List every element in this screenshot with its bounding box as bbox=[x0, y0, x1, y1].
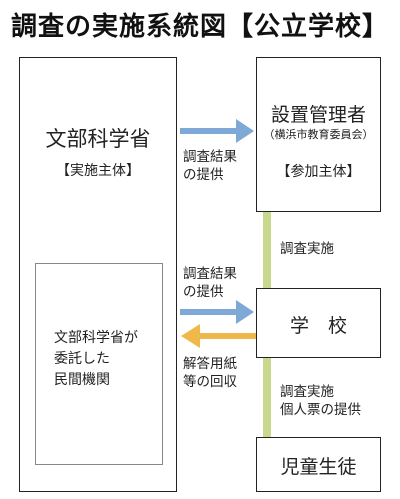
arrow-orange bbox=[181, 324, 256, 348]
diagram-title: 調査の実施系統図【公立学校】 bbox=[10, 12, 389, 42]
edge-label-contractor-school-line-2: 等の回収 bbox=[183, 374, 237, 390]
edge-label-school-mext: 調査結果 の提供 bbox=[183, 265, 237, 301]
school-box: 学 校 bbox=[256, 288, 381, 358]
mext-name: 文部科学省 bbox=[45, 127, 151, 151]
contractor-line-1: 文部科学省が bbox=[54, 330, 138, 346]
edge-label-school-mext-line-1: 調査結果 bbox=[183, 266, 237, 282]
edge-label-school-students-line-1: 調査実施 bbox=[280, 384, 334, 400]
edge-label-school-mext-line-2: の提供 bbox=[183, 284, 224, 300]
mext-role: 【実施主体】 bbox=[56, 163, 140, 179]
edge-label-contractor-school-line-1: 解答用紙 bbox=[183, 356, 237, 372]
admin-sub: （横浜市教育委員会） bbox=[263, 128, 374, 141]
admin-role: 【参加主体】 bbox=[276, 164, 361, 180]
contractor-line-2: 委託した bbox=[54, 351, 110, 367]
connector-admin-school bbox=[263, 212, 271, 289]
students-box: 児童生徒 bbox=[256, 437, 381, 492]
connector-school-students bbox=[263, 358, 271, 438]
arrow-top-blue bbox=[180, 119, 254, 143]
edge-label-admin-mext-line-2: の提供 bbox=[183, 167, 224, 183]
edge-label-school-students: 調査実施 個人票の提供 bbox=[280, 383, 361, 419]
contractor-text: 文部科学省が 委託した 民間機関 bbox=[54, 328, 138, 391]
edge-label-admin-school: 調査実施 bbox=[280, 241, 334, 257]
edge-label-admin-mext: 調査結果 の提供 bbox=[183, 148, 237, 184]
edge-label-admin-mext-line-1: 調査結果 bbox=[183, 149, 237, 165]
edge-label-school-students-line-2: 個人票の提供 bbox=[280, 402, 361, 418]
school-name: 学 校 bbox=[289, 315, 347, 337]
students-name: 児童生徒 bbox=[280, 456, 357, 478]
contractor-line-3: 民間機関 bbox=[54, 372, 110, 388]
edge-label-contractor-school: 解答用紙 等の回収 bbox=[183, 355, 237, 391]
admin-box: 設置管理者 （横浜市教育委員会） 【参加主体】 bbox=[256, 57, 381, 212]
contractor-box: 文部科学省が 委託した 民間機関 bbox=[35, 263, 163, 465]
admin-name: 設置管理者 bbox=[270, 104, 366, 126]
arrow-middle-blue bbox=[180, 300, 254, 324]
mext-box: 文部科学省 【実施主体】 文部科学省が 委託した 民間機関 bbox=[19, 57, 177, 492]
